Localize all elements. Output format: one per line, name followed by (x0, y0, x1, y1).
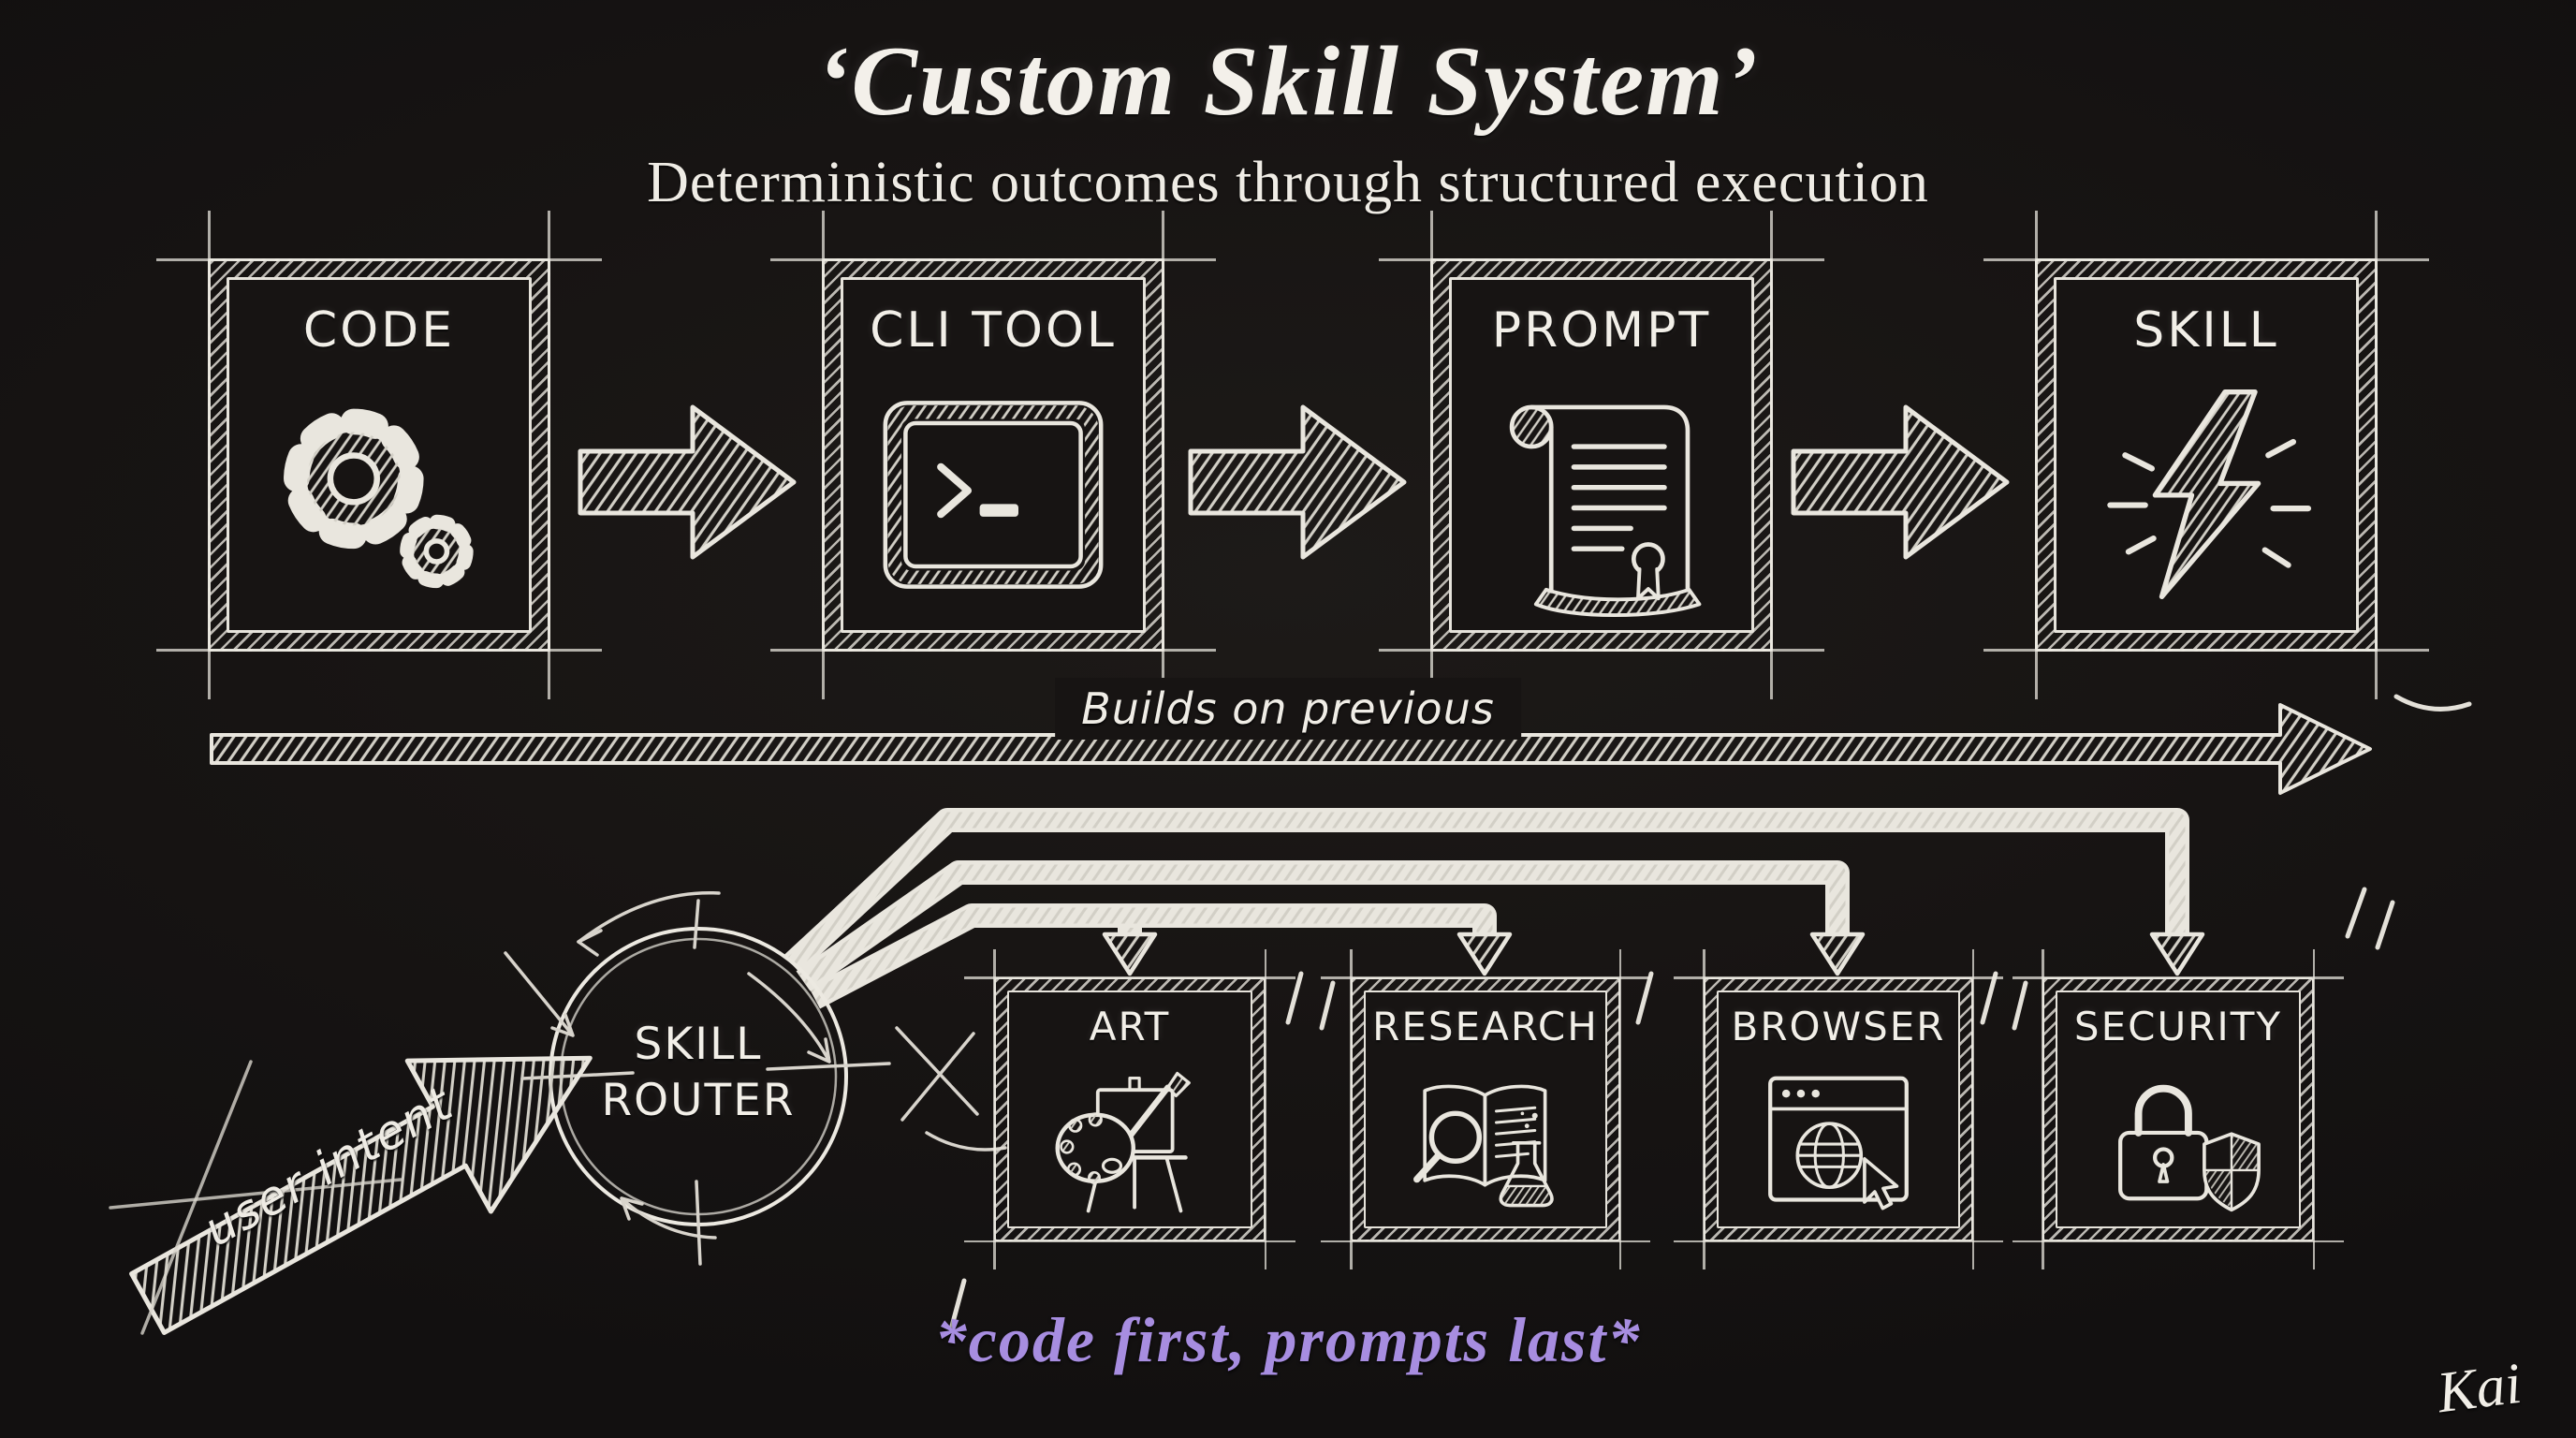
pipeline-box-prompt-inner: PROMPT (1449, 277, 1754, 633)
flow-arrow-1 (578, 404, 797, 560)
skill-box-art: ART (964, 949, 1295, 1269)
page-subtitle: Deterministic outcomes through structure… (647, 151, 1929, 214)
skill-box-art-inner: ART (1007, 990, 1252, 1228)
terminal-icon (883, 400, 1104, 589)
pipe-to-security (786, 812, 2186, 971)
skill-box-browser-inner: BROWSER (1717, 990, 1960, 1228)
pipeline-box-label: PROMPT (1491, 302, 1712, 359)
arrowhead-art (1102, 932, 1158, 976)
page-title: ‘Custom Skill System’ (816, 26, 1760, 136)
pipeline-box-skill-inner: SKILL (2054, 277, 2359, 633)
skill-box-label: ART (1089, 1004, 1171, 1049)
flow-label: Builds on previous (1055, 678, 1521, 740)
builds-on-previous-arrow (210, 703, 2372, 795)
gears-icon (283, 408, 474, 589)
skill-router-line2: ROUTER (601, 1075, 796, 1127)
padlock-shield-icon (2118, 1084, 2261, 1211)
book-magnifier-flask-icon (1413, 1084, 1554, 1207)
skill-box-label: BROWSER (1731, 1004, 1946, 1049)
scroll-icon (1509, 404, 1702, 617)
pipe-to-browser (798, 864, 1846, 988)
arrowhead-security (2149, 932, 2205, 976)
arrowhead-research (1456, 932, 1513, 976)
skill-router-line1: SKILL (634, 1019, 763, 1070)
skill-box-research: RESEARCH (1321, 949, 1650, 1269)
pipeline-box-label: CODE (302, 302, 456, 359)
flow-arrow-2 (1188, 404, 1407, 560)
skill-box-security: SECURITY (2012, 949, 2344, 1269)
skill-box-label: RESEARCH (1372, 1004, 1599, 1049)
flow-arrow-3 (1791, 404, 2010, 560)
pipeline-box-code-inner: CODE (227, 277, 532, 633)
user-intent-arrow (129, 1055, 593, 1335)
arrowhead-browser (1809, 932, 1866, 976)
tagline: *code first, prompts last* (934, 1304, 1642, 1375)
pipe-to-research (811, 907, 1493, 1005)
skill-router-label: SKILL ROUTER (539, 1017, 857, 1129)
pipeline-box-label: SKILL (2133, 302, 2279, 359)
pipeline-box-skill: SKILL (1983, 211, 2429, 699)
pipeline-box-cli-inner: CLI TOOL (841, 277, 1146, 633)
skill-box-label: SECURITY (2073, 1004, 2283, 1049)
pipeline-box-prompt: PROMPT (1379, 211, 1824, 699)
skill-box-security-inner: SECURITY (2056, 990, 2301, 1228)
signature: Kai (2434, 1351, 2525, 1426)
skill-box-browser: BROWSER (1674, 949, 2003, 1269)
pipeline-box-label: CLI TOOL (870, 302, 1117, 359)
pipeline-box-code: CODE (156, 211, 602, 699)
skill-box-research-inner: RESEARCH (1364, 990, 1607, 1228)
pipeline-box-cli-tool: CLI TOOL (770, 211, 1216, 699)
lightning-icon (2106, 389, 2311, 599)
browser-globe-cursor-icon (1768, 1076, 1909, 1210)
palette-easel-icon (1055, 1071, 1191, 1213)
